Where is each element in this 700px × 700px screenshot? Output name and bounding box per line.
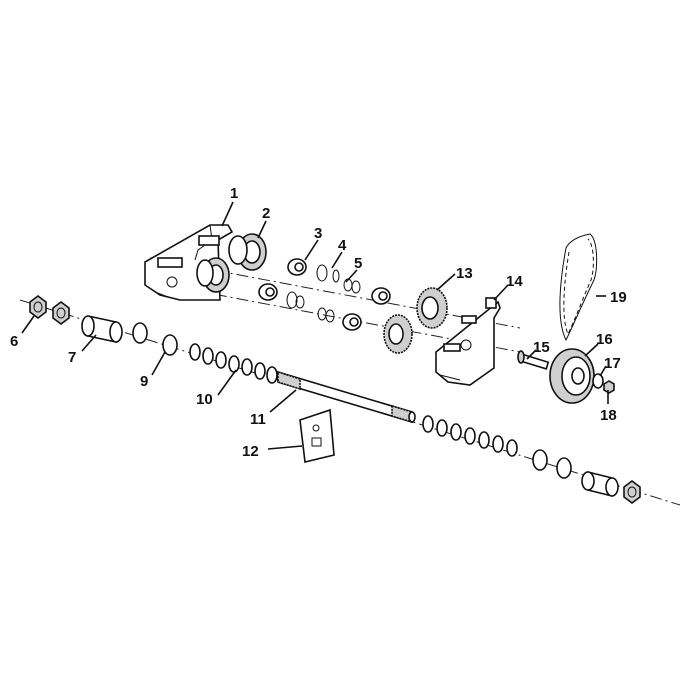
callout-9: 9: [140, 373, 148, 390]
snap-rings-upper: [286, 264, 361, 323]
washers-right: [422, 415, 572, 479]
callout-labels: 1 2 3 4 5 6 7 9 10 11 12 13 14 15 16 17 …: [10, 185, 627, 460]
twin-rollers: [196, 233, 267, 293]
callout-10: 10: [196, 391, 213, 408]
leader-lines: [21, 201, 609, 450]
callout-3: 3: [314, 225, 322, 242]
bushings: [258, 258, 307, 301]
callout-6: 6: [10, 333, 18, 350]
callout-19: 19: [610, 289, 627, 306]
callout-17: 17: [604, 355, 621, 372]
callout-18: 18: [600, 407, 617, 424]
gears: [383, 287, 448, 354]
bushings-right: [342, 287, 391, 331]
callout-13: 13: [456, 265, 473, 282]
threaded-axle: [277, 370, 416, 424]
hex-nuts-left: [29, 295, 70, 325]
callout-1: 1: [230, 185, 238, 202]
callout-16: 16: [596, 331, 613, 348]
bracket-plate-small: [299, 408, 335, 463]
washers-left: [132, 322, 278, 384]
callout-15: 15: [533, 339, 550, 356]
callout-14: 14: [506, 273, 523, 290]
callout-7: 7: [68, 349, 76, 366]
spacer-tube-right: [581, 470, 619, 498]
right-bracket-plate: [435, 297, 501, 386]
callout-4: 4: [338, 237, 347, 254]
pulley: [549, 348, 595, 404]
pulley-nut-washer: [592, 373, 615, 394]
callout-2: 2: [262, 205, 270, 222]
spacer-tube-left: [81, 315, 123, 343]
drive-chain: [559, 233, 598, 342]
callout-12: 12: [242, 443, 259, 460]
callout-11: 11: [250, 411, 266, 428]
hex-nut-right: [623, 480, 641, 504]
callout-5: 5: [354, 255, 362, 272]
stud-shaft: [517, 350, 550, 370]
